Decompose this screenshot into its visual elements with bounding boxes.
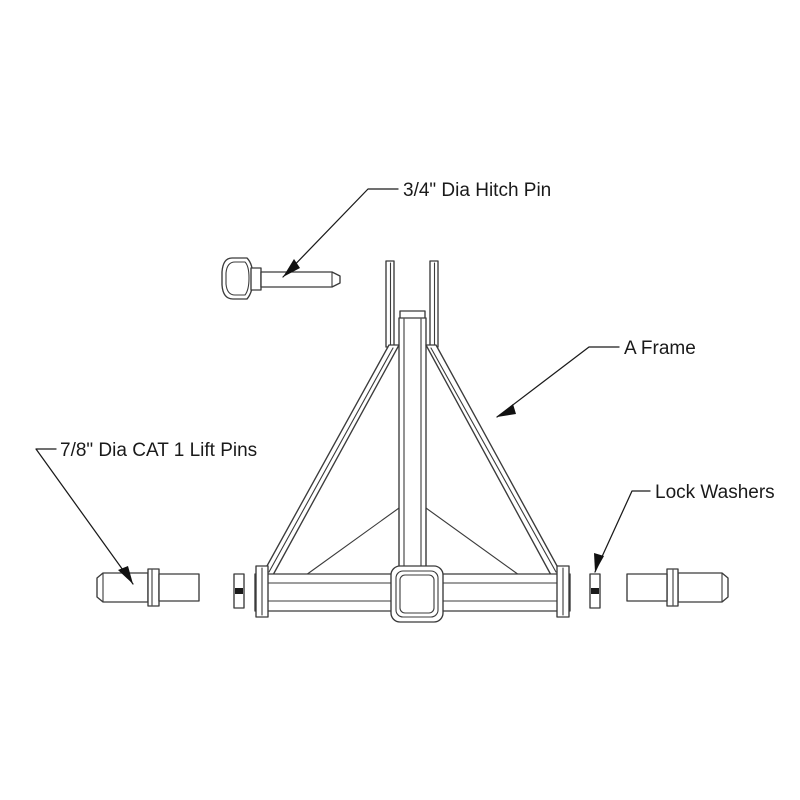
callout-label-hitch-pin: 3/4" Dia Hitch Pin <box>403 180 551 201</box>
hitch-pin-shank <box>260 271 341 288</box>
callout-a-frame[interactable]: A Frame <box>496 338 696 418</box>
diagonal-brace-left <box>261 344 400 576</box>
lift-pin-left[interactable] <box>96 568 200 607</box>
diagonal-brace-right <box>425 344 563 576</box>
a-frame-assembly[interactable] <box>254 260 571 623</box>
square-receiver-tube <box>390 565 444 623</box>
hitch-pin-part[interactable] <box>221 257 341 300</box>
cross-bar-end-plate-right <box>556 565 570 618</box>
callout-arrowhead <box>594 553 604 572</box>
lock-washer-right[interactable] <box>589 573 601 609</box>
hitch-pin-handle <box>221 257 254 300</box>
callout-arrowhead <box>118 566 133 584</box>
callout-lock-washers[interactable]: Lock Washers <box>594 482 775 573</box>
callout-leader-line <box>594 490 651 573</box>
callout-leader-line <box>35 448 134 585</box>
cross-bar-end-plate-left <box>255 565 269 618</box>
callout-arrowhead <box>283 259 300 277</box>
lift-pin-right[interactable] <box>626 568 729 607</box>
lock-washer-left[interactable] <box>233 573 245 609</box>
hitch-pin-collar <box>250 267 262 291</box>
callout-lift-pins[interactable]: 7/8" Dia CAT 1 Lift Pins <box>35 440 257 585</box>
callout-leader-line <box>496 346 620 418</box>
gusset-plate-right <box>425 507 520 576</box>
callout-label-lock-washers: Lock Washers <box>655 482 775 503</box>
callout-leader-line <box>282 188 399 278</box>
callout-arrowhead <box>497 404 516 417</box>
mast-vertical-tube <box>398 317 427 579</box>
gusset-plate-left <box>305 507 400 576</box>
callout-label-lift-pins: 7/8" Dia CAT 1 Lift Pins <box>60 440 257 461</box>
callout-hitch-pin[interactable]: 3/4" Dia Hitch Pin <box>282 180 551 278</box>
callout-label-a-frame: A Frame <box>624 338 696 359</box>
